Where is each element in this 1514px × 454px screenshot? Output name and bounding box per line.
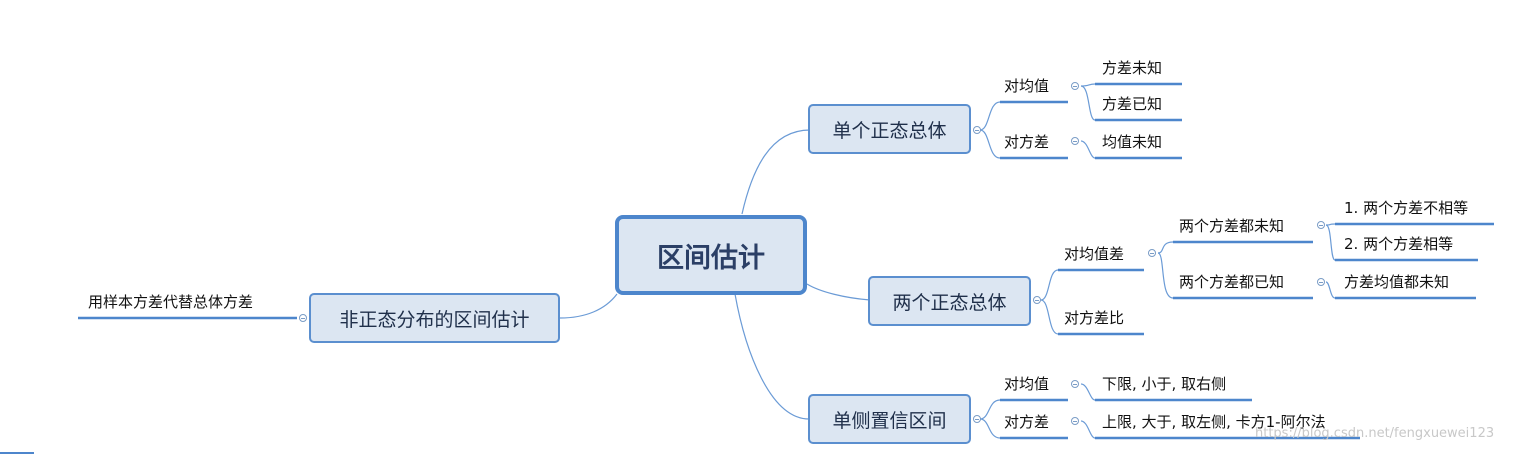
connector-root-onesided bbox=[734, 293, 811, 420]
label-case1[interactable]: 1. 两个方差不相等 bbox=[1344, 199, 1469, 217]
label-single-var-case[interactable]: 均值未知 bbox=[1102, 133, 1163, 151]
collapse-icon[interactable] bbox=[1071, 82, 1079, 90]
connector-meandiff-known bbox=[1157, 252, 1174, 299]
label-os-variance[interactable]: 对方差 bbox=[1004, 413, 1050, 431]
collapse-icon[interactable] bbox=[1317, 221, 1325, 229]
connector-two-meandiff bbox=[1040, 269, 1059, 301]
connector-meandiff-unknown bbox=[1157, 241, 1174, 254]
collapse-icon[interactable] bbox=[1033, 296, 1041, 304]
connector-single-mean-unknown bbox=[1080, 83, 1096, 87]
collapse-icon[interactable] bbox=[299, 314, 307, 322]
node-non-normal-label: 非正态分布的区间估计 bbox=[339, 308, 530, 331]
label-os-var-case[interactable]: 上限, 大于, 取左侧, 卡方1-阿尔法 bbox=[1102, 413, 1326, 431]
node-single-normal[interactable]: 单个正态总体 bbox=[808, 104, 971, 154]
connector-single-mean-known bbox=[1080, 85, 1096, 121]
connector-root-nonnormal bbox=[559, 293, 618, 319]
collapse-icon[interactable] bbox=[1071, 417, 1079, 425]
connector-known-case bbox=[1325, 281, 1336, 299]
connector-unknown-case2 bbox=[1325, 224, 1336, 261]
label-both-unknown[interactable]: 两个方差都未知 bbox=[1179, 217, 1285, 235]
label-os-mean[interactable]: 对均值 bbox=[1004, 375, 1050, 393]
label-single-variance[interactable]: 对方差 bbox=[1004, 133, 1050, 151]
label-single-mean-known[interactable]: 方差已知 bbox=[1102, 95, 1163, 113]
node-two-normal-label: 两个正态总体 bbox=[892, 291, 1007, 314]
connector-onesided-variance bbox=[979, 418, 1001, 439]
connector-root-single bbox=[741, 129, 811, 215]
connector-two-ratio bbox=[1040, 299, 1059, 335]
label-two-ratio[interactable]: 对方差比 bbox=[1064, 309, 1125, 327]
node-single-normal-label: 单个正态总体 bbox=[832, 119, 947, 142]
collapse-icon[interactable] bbox=[1071, 137, 1079, 145]
connector-root-two bbox=[806, 283, 871, 301]
collapse-icon[interactable] bbox=[973, 415, 981, 423]
label-single-mean[interactable]: 对均值 bbox=[1004, 77, 1050, 95]
connector-os-var-case bbox=[1080, 420, 1096, 439]
collapse-icon[interactable] bbox=[973, 126, 981, 134]
label-known-case[interactable]: 方差均值都未知 bbox=[1344, 273, 1450, 291]
node-non-normal[interactable]: 非正态分布的区间估计 bbox=[309, 293, 560, 343]
label-two-meandiff[interactable]: 对均值差 bbox=[1064, 245, 1125, 263]
connector-onesided-mean bbox=[979, 399, 1001, 420]
label-single-mean-unknown[interactable]: 方差未知 bbox=[1102, 59, 1163, 77]
connector-single-mean bbox=[979, 101, 1001, 131]
node-two-normal[interactable]: 两个正态总体 bbox=[868, 276, 1031, 326]
node-one-sided[interactable]: 单侧置信区间 bbox=[808, 394, 971, 444]
label-both-known[interactable]: 两个方差都已知 bbox=[1179, 273, 1285, 291]
root-label: 区间估计 bbox=[657, 242, 765, 274]
connector-os-mean-case bbox=[1080, 383, 1096, 401]
node-one-sided-label: 单侧置信区间 bbox=[832, 409, 947, 432]
root-node[interactable]: 区间估计 bbox=[615, 215, 807, 295]
collapse-icon[interactable] bbox=[1148, 249, 1156, 257]
label-case2[interactable]: 2. 两个方差相等 bbox=[1344, 235, 1454, 253]
watermark: https://blog.csdn.net/fengxuewei123 bbox=[1255, 426, 1495, 441]
label-nonnormal-case[interactable]: 用样本方差代替总体方差 bbox=[88, 293, 254, 311]
connector-single-var-case bbox=[1080, 140, 1096, 159]
collapse-icon[interactable] bbox=[1317, 278, 1325, 286]
collapse-icon[interactable] bbox=[1071, 380, 1079, 388]
label-os-mean-case[interactable]: 下限, 小于, 取右侧 bbox=[1102, 375, 1227, 393]
connector-unknown-case1 bbox=[1325, 223, 1336, 226]
connector-single-variance bbox=[979, 129, 1001, 159]
